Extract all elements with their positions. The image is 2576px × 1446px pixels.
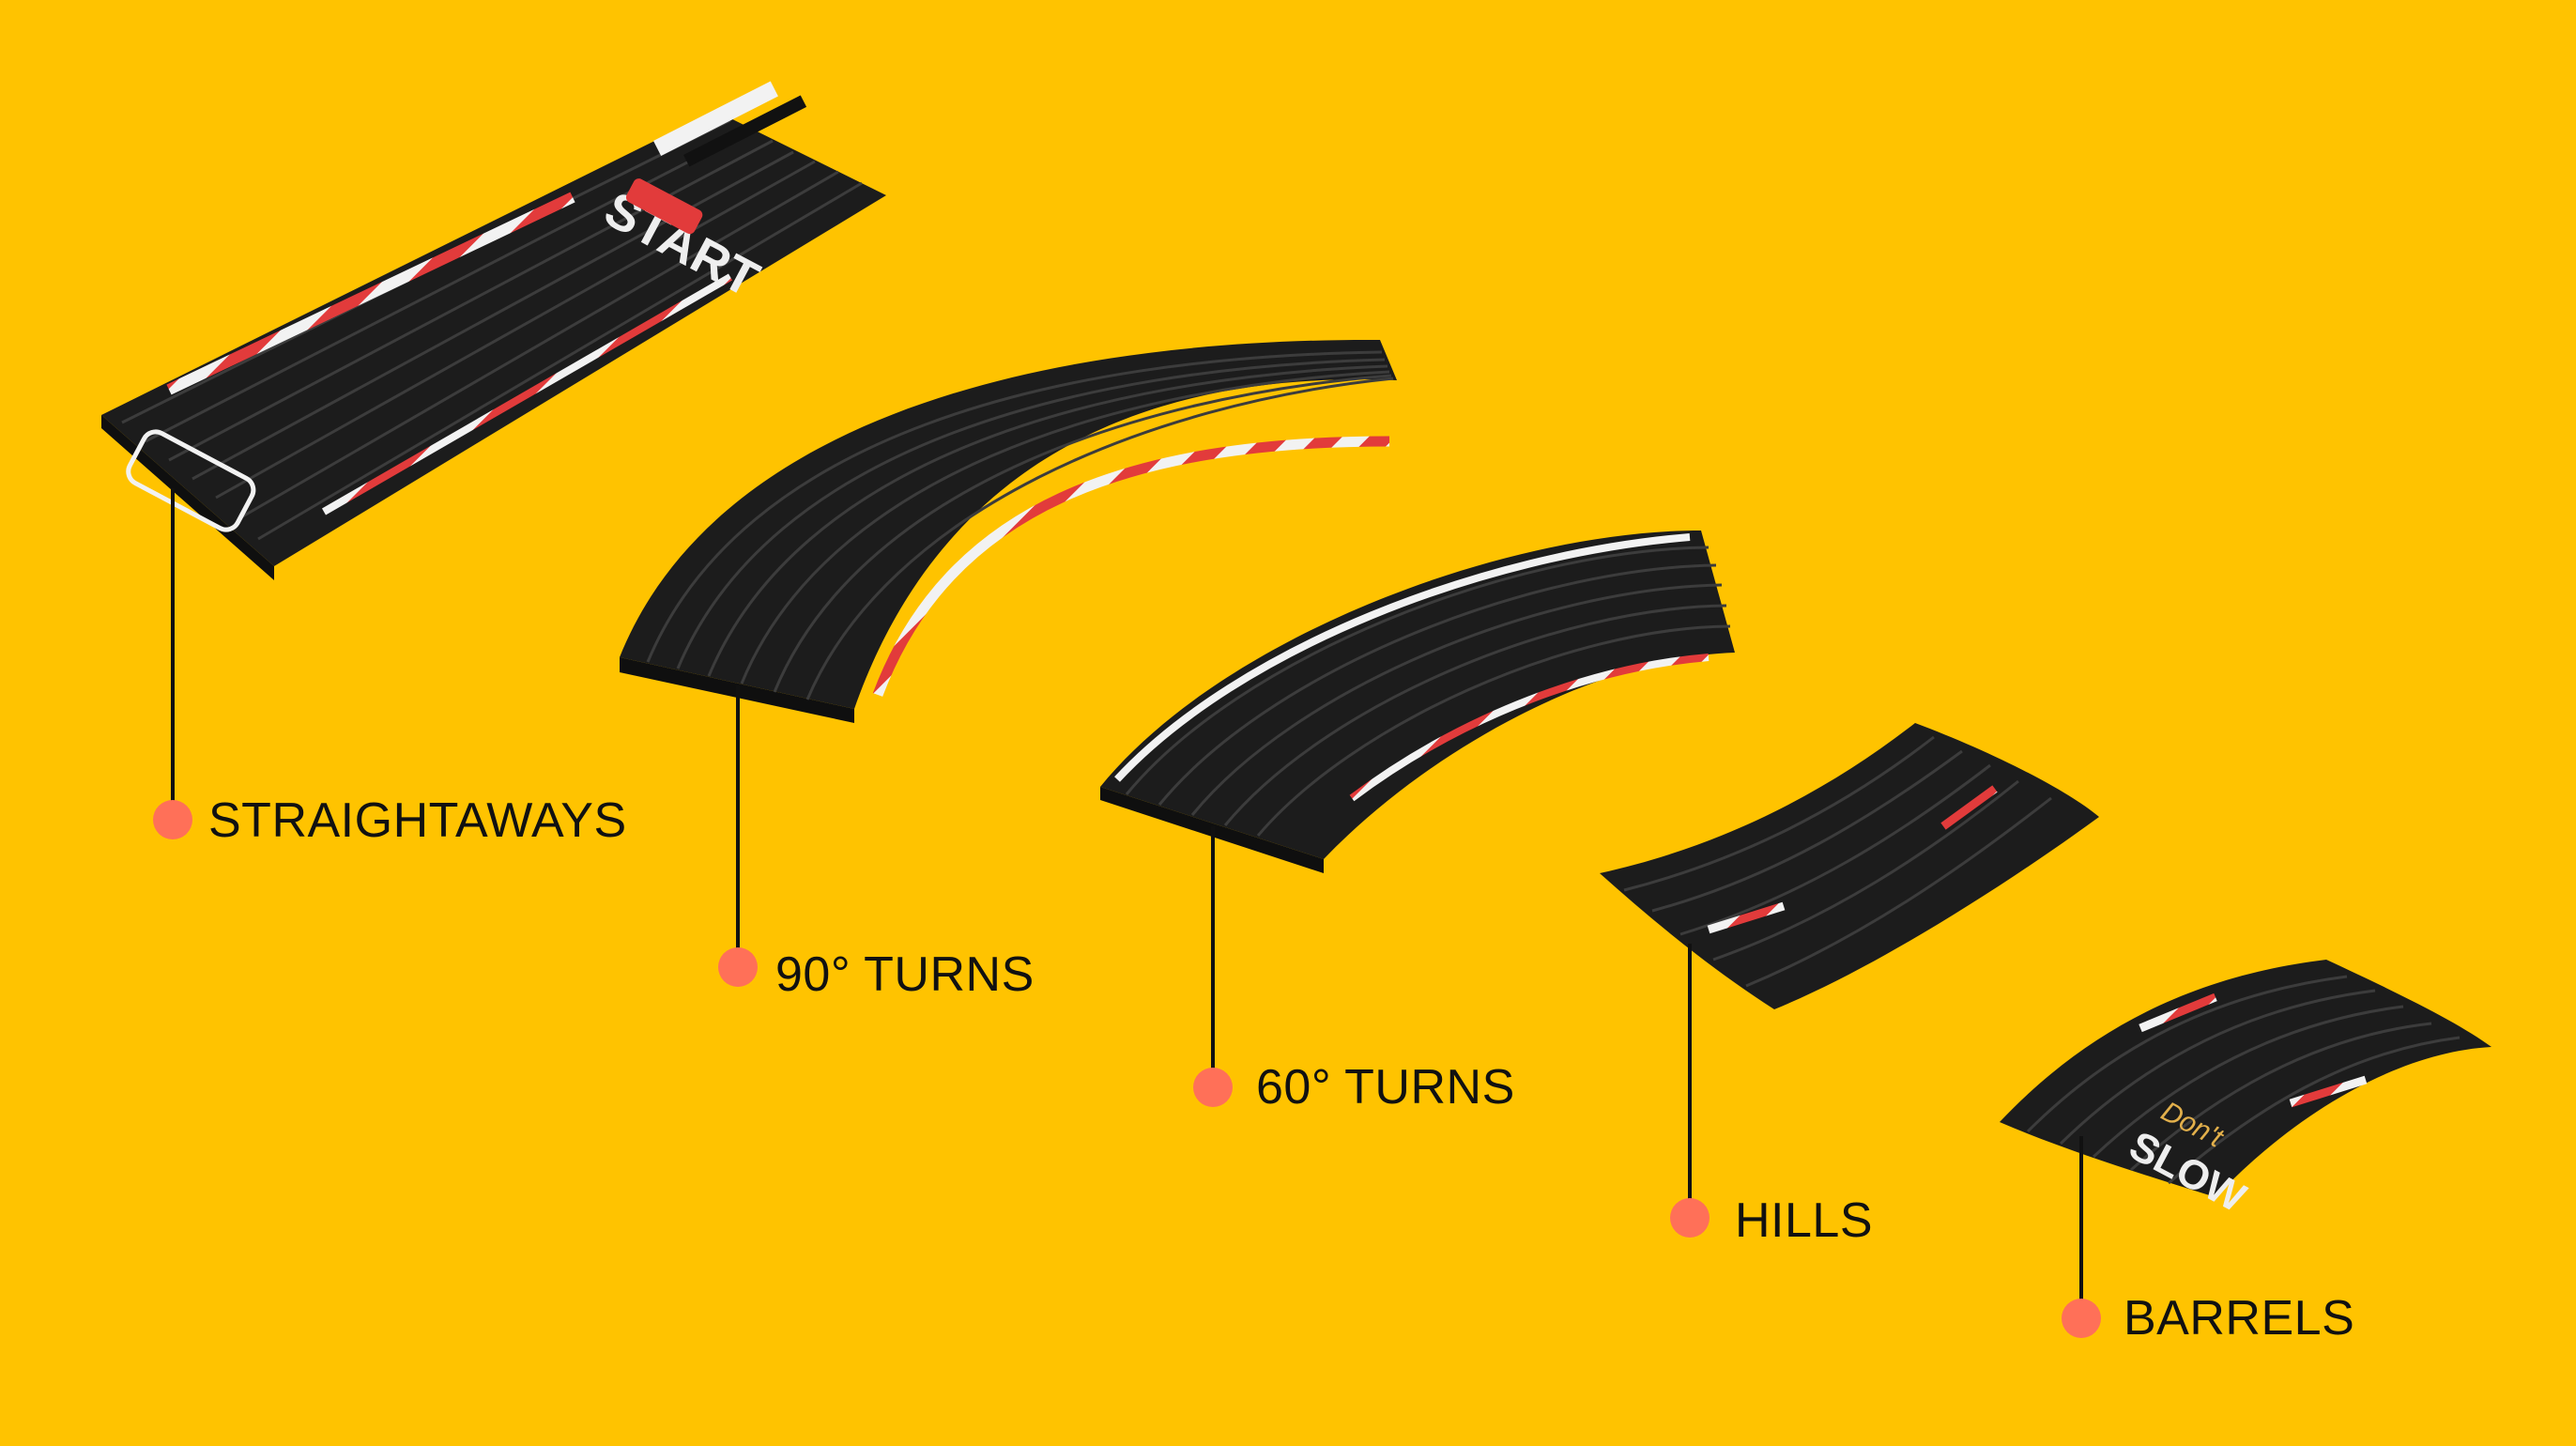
straightaway-track-piece: START — [101, 81, 886, 580]
label-straightaways: STRAIGHTAWAYS — [208, 793, 627, 848]
label-dot — [2062, 1299, 2101, 1338]
label-hills: HILLS — [1735, 1193, 1874, 1248]
barrels-track-piece: Don't SLOW — [2000, 960, 2492, 1222]
hills-track-piece — [1600, 723, 2099, 1009]
label-barrels: BARRELS — [2124, 1291, 2355, 1346]
label-dot — [153, 800, 192, 839]
label-dot — [1193, 1068, 1233, 1107]
leader-straightaways — [153, 488, 192, 839]
label-dot — [718, 947, 758, 987]
label-60-turns: 60° TURNS — [1256, 1060, 1515, 1115]
label-dot — [1670, 1198, 1710, 1238]
turn-90-track-piece — [620, 339, 1397, 723]
turn-60-track-piece — [1100, 531, 1735, 873]
leader-60-turns — [1193, 826, 1233, 1107]
leader-90-turns — [718, 685, 758, 987]
label-90-turns: 90° TURNS — [775, 947, 1035, 1002]
leader-barrels — [2062, 1136, 2101, 1338]
leader-hills — [1670, 944, 1710, 1238]
